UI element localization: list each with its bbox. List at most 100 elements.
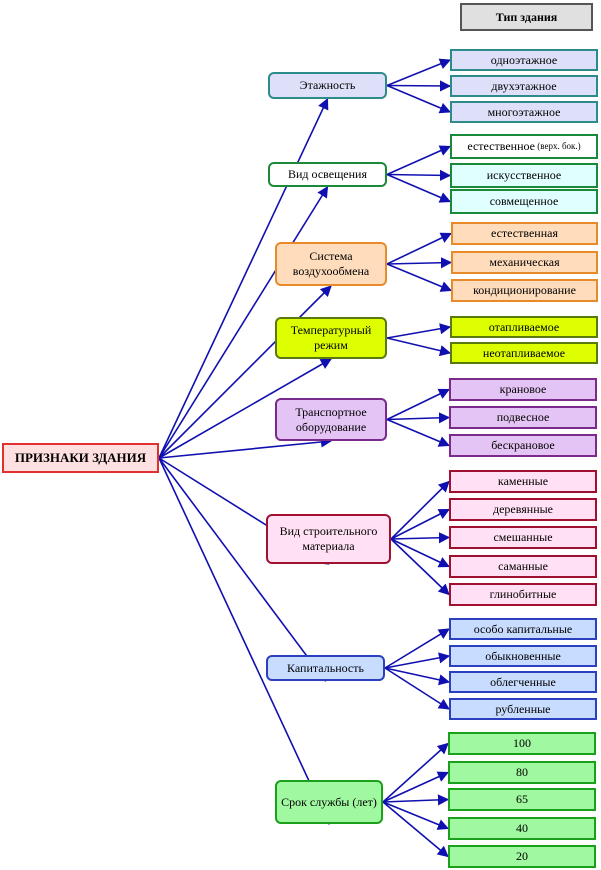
type-2-3: совмещенное [450, 189, 598, 214]
arrow-category-5-to-type-3 [386, 418, 451, 447]
type-label: облегченные [490, 674, 556, 689]
arrow-root-to-category-7 [158, 457, 327, 682]
type-2-1: естественное (верх. бок.) [450, 134, 598, 159]
arrow-root-to-category-1 [158, 97, 329, 459]
arrow-category-2-to-type-1 [386, 145, 452, 176]
type-3-3: кондиционирование [451, 279, 598, 302]
type-3-1: естественная [451, 222, 598, 245]
type-7-1: особо капитальные [449, 618, 597, 640]
type-label: естественная [490, 226, 558, 240]
arrow-category-4-to-type-1 [386, 323, 452, 339]
arrow-category-6-to-type-3 [390, 532, 451, 544]
type-5-2: подвесное [449, 406, 597, 429]
type-2-2: искусственное [450, 163, 598, 188]
type-label: крановое [499, 382, 547, 396]
type-label: двухэтажное [491, 78, 557, 93]
type-6-2: деревянные [449, 498, 597, 521]
type-label: 100 [513, 736, 531, 750]
arrow-category-5-to-type-1 [386, 388, 451, 421]
type-label: рубленные [495, 701, 551, 716]
type-3-2: механическая [451, 251, 598, 274]
type-5-1: крановое [449, 378, 597, 401]
type-label: одноэтажное [490, 52, 558, 67]
arrow-category-2-to-type-2 [386, 169, 452, 181]
type-8-4: 40 [448, 817, 596, 840]
category-3: Система воздухообмена [275, 242, 387, 286]
type-6-4: саманные [449, 555, 597, 578]
arrow-category-8-to-type-3 [382, 794, 450, 806]
type-label: отапливаемое [488, 319, 560, 334]
type-label: многоэтажное [487, 104, 561, 119]
arrow-category-8-to-type-2 [382, 771, 450, 803]
type-label: 65 [516, 792, 528, 806]
type-note: (верх. бок.) [535, 140, 581, 151]
type-8-1: 100 [448, 732, 596, 755]
arrow-category-1-to-type-1 [386, 58, 452, 87]
type-6-5: глинобитные [449, 583, 597, 606]
type-label: механическая [489, 255, 560, 269]
type-6-3: смешанные [449, 526, 597, 549]
arrow-category-3-to-type-1 [386, 232, 453, 265]
type-label: особо капитальные [473, 621, 573, 636]
arrow-root-to-category-5 [158, 436, 333, 459]
arrow-category-6-to-type-4 [390, 538, 451, 568]
arrow-category-6-to-type-2 [390, 508, 450, 540]
category-7: Капитальность [266, 655, 385, 681]
arrow-category-1-to-type-2 [386, 80, 452, 92]
type-7-3: облегченные [449, 671, 597, 693]
arrow-category-8-to-type-5 [382, 801, 449, 858]
type-1-1: одноэтажное [450, 49, 598, 71]
type-label: 20 [516, 849, 528, 863]
arrow-category-7-to-type-4 [384, 667, 450, 710]
type-label: естественное [467, 139, 535, 153]
type-4-1: отапливаемое [450, 316, 598, 338]
type-7-2: обыкновенные [449, 645, 597, 667]
arrow-root-to-category-8 [158, 457, 330, 826]
type-8-2: 80 [448, 761, 596, 784]
type-label: бескрановое [491, 438, 555, 452]
category-1: Этажность [268, 72, 387, 99]
building-type-header: Тип здания [460, 3, 593, 31]
type-6-1: каменные [449, 470, 597, 493]
category-8: Срок службы (лет) [275, 780, 383, 824]
arrow-category-7-to-type-3 [384, 667, 451, 686]
arrow-root-to-category-4 [158, 358, 332, 459]
type-label: неотапливаемое [482, 345, 566, 360]
arrow-category-2-to-type-3 [386, 173, 452, 203]
arrow-root-to-category-3 [158, 285, 332, 459]
arrow-category-3-to-type-2 [386, 257, 453, 269]
type-8-5: 20 [448, 845, 596, 868]
type-label: 40 [516, 821, 528, 835]
type-label: каменные [497, 474, 549, 488]
category-4: Температурный режим [275, 317, 387, 359]
category-6: Вид строительного материала [266, 514, 391, 564]
arrow-category-8-to-type-1 [382, 742, 449, 803]
type-label: саманные [498, 559, 548, 573]
arrow-category-8-to-type-4 [382, 801, 450, 830]
type-label: глинобитные [489, 587, 557, 601]
type-5-3: бескрановое [449, 434, 597, 457]
type-label: искусственное [486, 168, 562, 182]
arrow-category-7-to-type-2 [384, 652, 451, 669]
category-5: Транспортное оборудование [275, 398, 387, 441]
type-1-2: двухэтажное [450, 75, 598, 97]
type-label: подвесное [496, 410, 550, 424]
type-label: смешанные [493, 530, 553, 544]
type-8-3: 65 [448, 788, 596, 811]
arrow-category-6-to-type-5 [390, 538, 450, 596]
type-label: деревянные [492, 502, 554, 516]
category-2: Вид освещения [268, 162, 387, 187]
arrow-category-4-to-type-2 [386, 337, 452, 357]
type-label: обыкновенные [485, 648, 561, 663]
arrow-root-to-category-2 [158, 186, 329, 459]
arrow-category-1-to-type-3 [386, 84, 452, 114]
building-features-root: ПРИЗНАКИ ЗДАНИЯ [2, 443, 159, 473]
type-1-3: многоэтажное [450, 101, 598, 123]
arrow-category-7-to-type-1 [384, 628, 450, 669]
type-4-2: неотапливаемое [450, 342, 598, 364]
arrow-category-3-to-type-3 [386, 263, 453, 292]
arrow-category-5-to-type-2 [386, 412, 451, 424]
type-label: 80 [516, 765, 528, 779]
type-7-4: рубленные [449, 698, 597, 720]
